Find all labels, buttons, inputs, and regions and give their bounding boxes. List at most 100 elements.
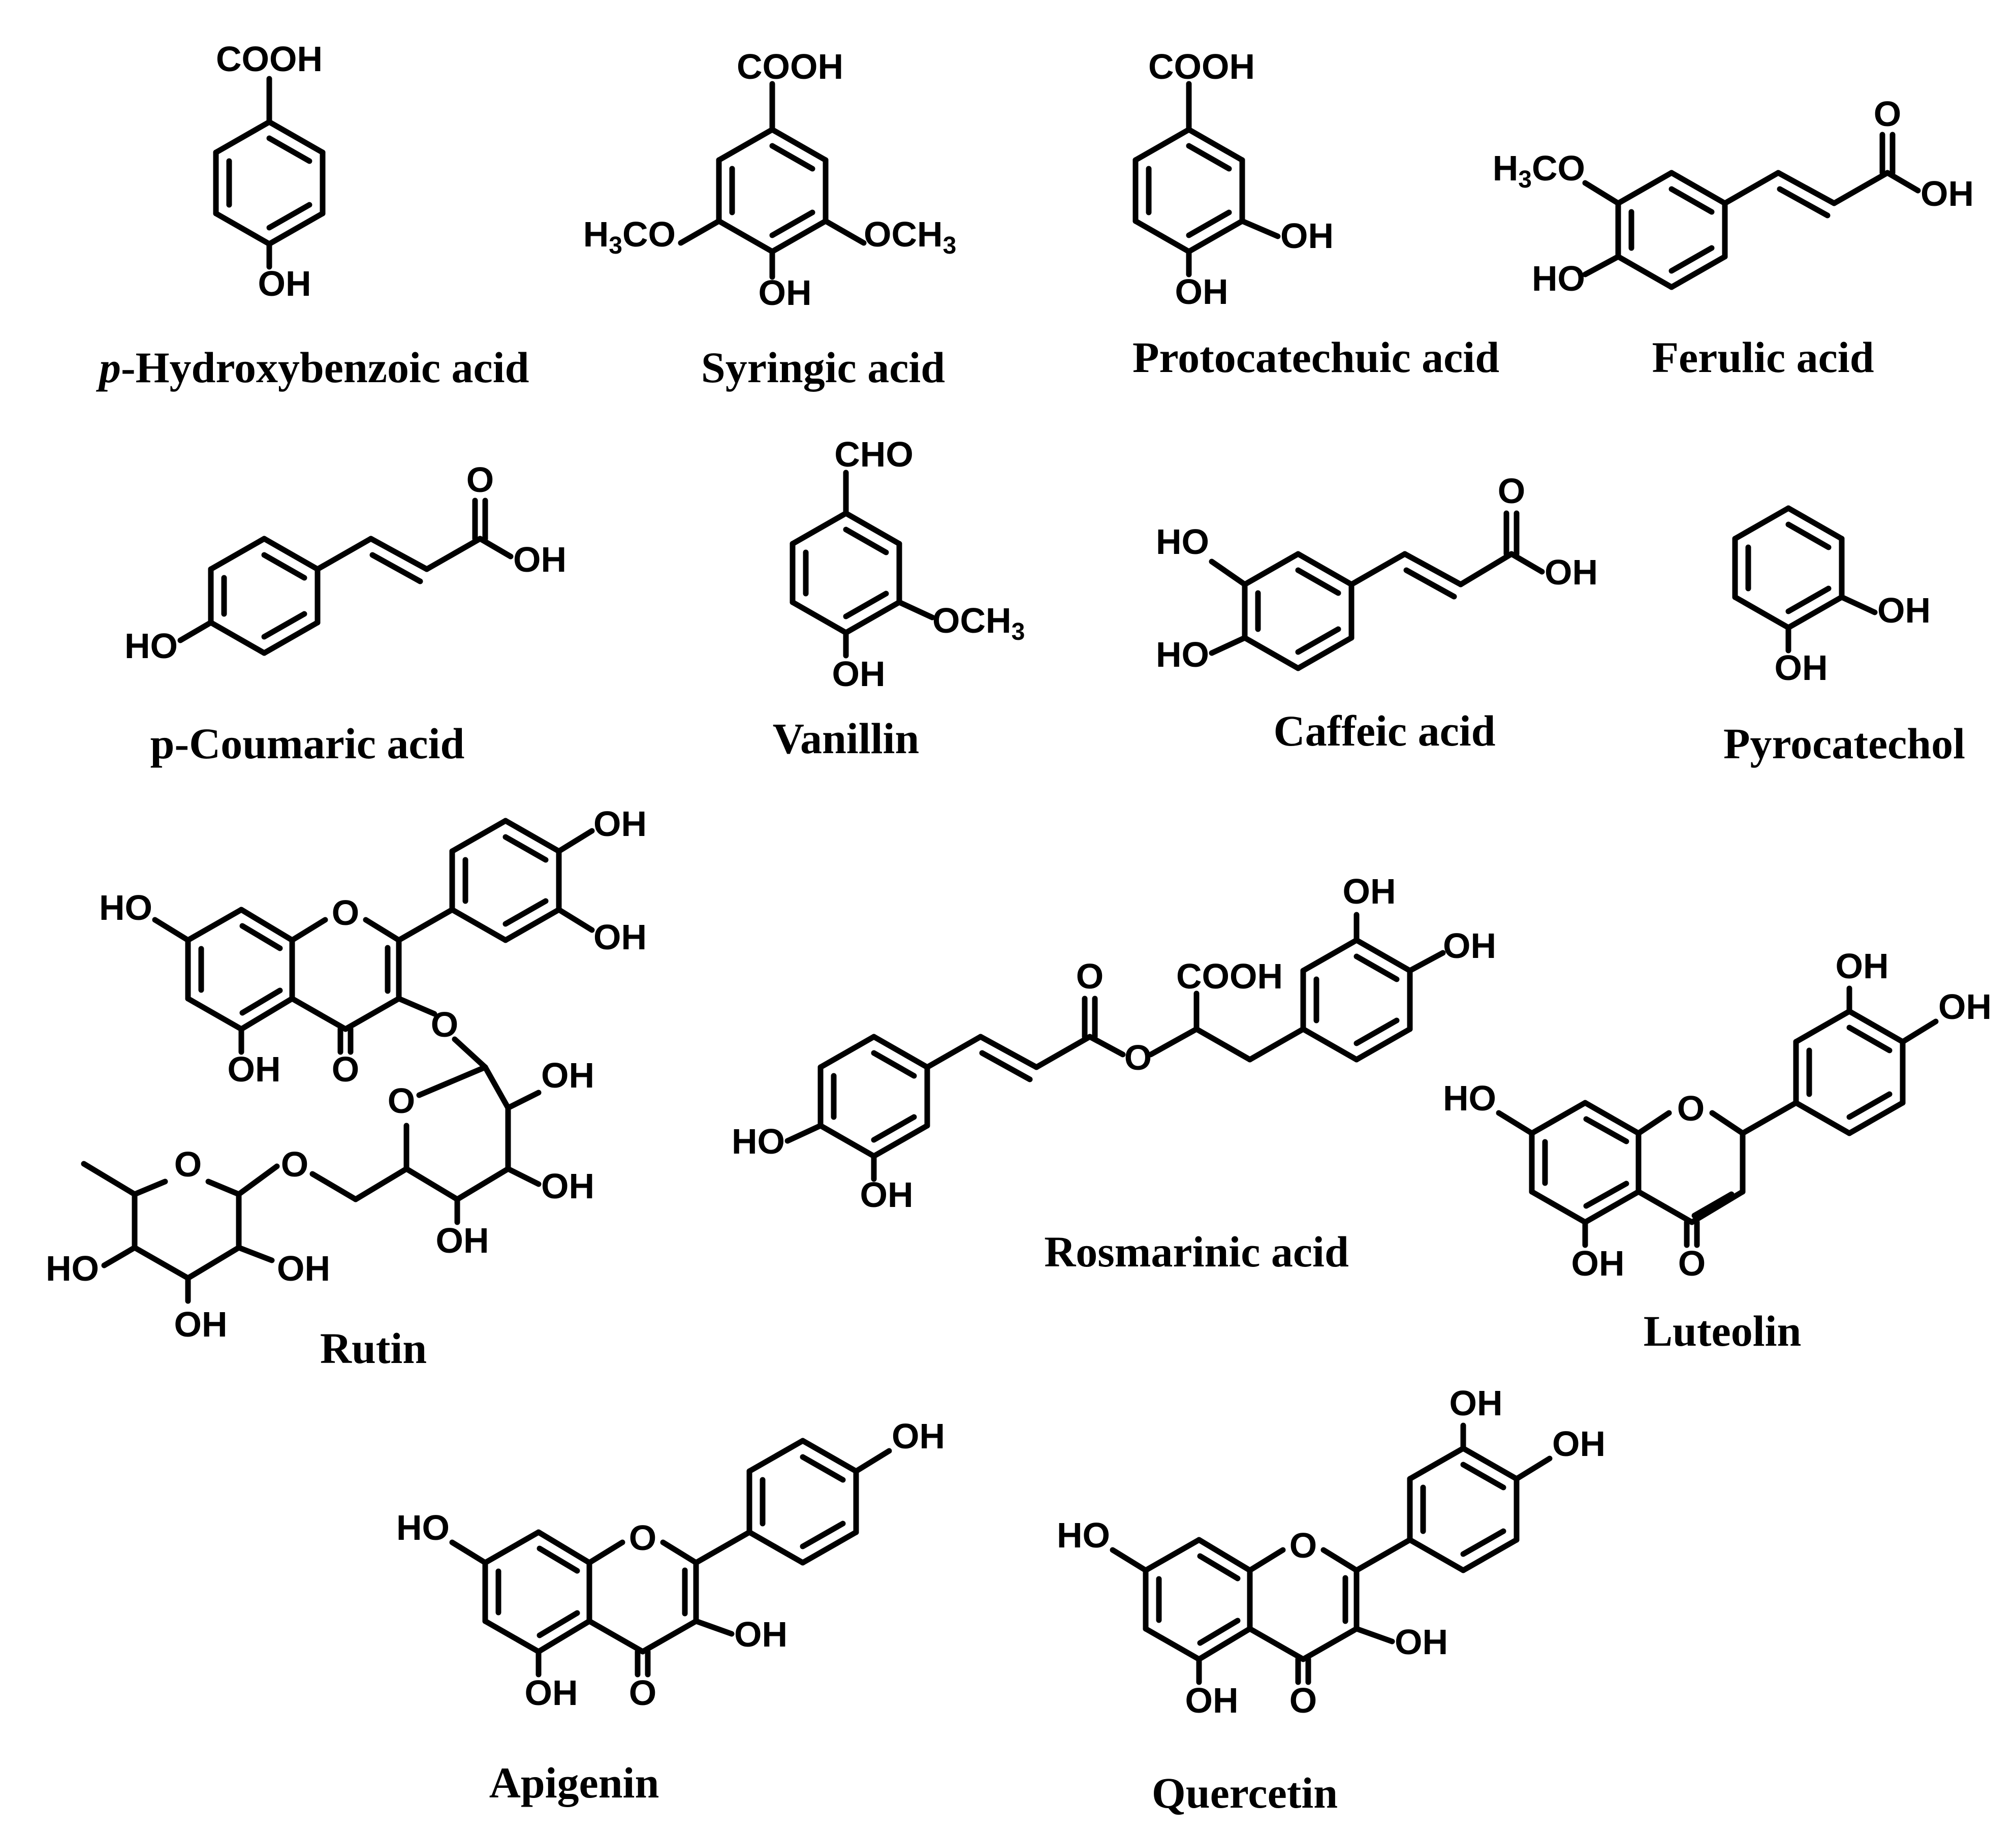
compound-name-coumaric: p-Coumaric acid: [150, 719, 465, 768]
atom-label: COOH: [216, 39, 323, 79]
atom-label: OH: [1545, 552, 1598, 592]
atom-label: HO: [124, 626, 178, 666]
atom-label: OH: [541, 1166, 594, 1206]
structure-caffeic: HO HO O OH: [1156, 471, 1598, 674]
structure-luteolin: OH OH HO O OH O: [1443, 946, 1992, 1283]
atom-label: OH: [525, 1673, 578, 1713]
atom-label: OH: [734, 1615, 788, 1654]
atom-label: OCH3: [932, 601, 1025, 645]
atom-label: O: [1124, 1038, 1152, 1077]
structure-protocatechuic: COOH OH OH: [1132, 47, 1334, 312]
atom-label: O: [1498, 471, 1525, 511]
atom-label: OH: [1552, 1424, 1605, 1464]
structure-syringic: COOH H3CO OCH3 OH: [583, 47, 957, 313]
atom-label: OH: [174, 1305, 228, 1344]
atom-label: O: [431, 1005, 458, 1044]
atom-label: CHO: [834, 435, 914, 474]
atom-label: OH: [1443, 926, 1496, 966]
atom-label: OH: [513, 540, 566, 579]
atom-label: OH: [1395, 1622, 1448, 1662]
compound-hydroxybenzoic: COOH OH p-Hydroxybenzoic acid: [96, 39, 529, 392]
compound-name-pyrocatechol: Pyrocatechol: [1723, 719, 1965, 768]
atom-label: OH: [593, 804, 647, 844]
atom-label: HO: [1057, 1515, 1110, 1555]
compound-name-vanillin: Vanillin: [773, 714, 919, 763]
structure-coumaric: O OH HO: [124, 460, 566, 666]
atom-label: OH: [228, 1049, 281, 1089]
atom-label: O: [1874, 94, 1901, 134]
atom-label: HO: [46, 1249, 99, 1288]
compound-name-rosmarinic: Rosmarinic acid: [1044, 1227, 1349, 1276]
atom-label: HO: [1156, 635, 1209, 674]
atom-label: OH: [1877, 591, 1931, 630]
compound-rutin: OH OH HO O O OH O O OH O O OH OH HO OH O…: [46, 804, 647, 1373]
atom-label: OH: [1571, 1244, 1625, 1283]
atom-label: O: [388, 1081, 415, 1121]
atom-label: COOH: [1148, 47, 1255, 86]
atom-label: HO: [99, 888, 152, 927]
compound-name-rutin: Rutin: [320, 1324, 427, 1373]
atom-label: H3CO: [1493, 148, 1585, 193]
atom-label: OH: [892, 1416, 945, 1456]
structure-ferulic: H3CO HO O OH: [1493, 94, 1974, 298]
compound-name-apigenin: Apigenin: [489, 1758, 659, 1807]
atom-label: OH: [258, 264, 311, 303]
atom-label: O: [332, 1049, 359, 1089]
atom-label: O: [1289, 1681, 1317, 1720]
atom-label: HO: [732, 1122, 785, 1161]
atom-label: OH: [541, 1056, 594, 1095]
atom-label: OH: [1343, 872, 1396, 911]
compound-protocatechuic: COOH OH OH Protocatechuic acid: [1132, 47, 1499, 382]
compound-quercetin: OH OH HO O OH OH O Quercetin: [1057, 1383, 1605, 1817]
structure-rosmarinic: OH OH O COOH O HO OH: [732, 872, 1496, 1215]
compound-luteolin: OH OH HO O OH O Luteolin: [1443, 946, 1992, 1355]
atom-label: OH: [1920, 174, 1974, 213]
compound-name-syringic: Syringic acid: [701, 343, 945, 392]
atom-label: OH: [860, 1175, 914, 1215]
atom-label: HO: [396, 1508, 450, 1547]
atom-label: OH: [1938, 987, 1992, 1027]
atom-label: OH: [1280, 216, 1334, 256]
compound-name-protocatechuic: Protocatechuic acid: [1132, 333, 1499, 382]
compound-name-hydroxybenzoic: p-Hydroxybenzoic acid: [96, 343, 529, 392]
atom-label: O: [629, 1518, 656, 1558]
name-main: -Hydroxybenzoic acid: [121, 343, 529, 392]
atom-label: O: [332, 893, 359, 933]
compound-caffeic: HO HO O OH Caffeic acid: [1156, 471, 1598, 755]
atom-label: HO: [1532, 259, 1585, 298]
atom-label: OH: [436, 1221, 489, 1260]
compound-coumaric: O OH HO p-Coumaric acid: [124, 460, 566, 768]
atom-label: O: [1677, 1089, 1705, 1128]
atom-label: OH: [1175, 272, 1228, 312]
compound-apigenin: OH HO O OH OH O Apigenin: [396, 1416, 945, 1807]
atom-label: O: [1076, 956, 1104, 996]
atom-label: H3CO: [583, 214, 676, 259]
atom-label: OH: [1450, 1383, 1503, 1423]
atom-label: O: [1678, 1244, 1706, 1283]
atom-label: OH: [1775, 648, 1828, 688]
atom-label: OH: [1185, 1681, 1239, 1720]
structure-quercetin: OH OH HO O OH OH O: [1057, 1383, 1605, 1720]
atom-label: O: [281, 1144, 308, 1184]
atom-label: OH: [277, 1249, 330, 1288]
atom-label: HO: [1443, 1078, 1496, 1118]
atom-label: O: [174, 1144, 202, 1184]
structure-hydroxybenzoic: COOH OH: [213, 39, 326, 303]
atom-label: OH: [593, 917, 647, 957]
name-prefix: p: [96, 343, 121, 392]
atom-label: COOH: [737, 47, 843, 86]
atom-label: OH: [832, 654, 886, 694]
atom-label: OH: [759, 273, 812, 313]
atom-label: O: [466, 460, 494, 500]
compound-syringic: COOH H3CO OCH3 OH Syringic acid: [583, 47, 957, 392]
structure-rutin: OH OH HO O O OH O O OH O O OH OH HO OH O…: [46, 804, 647, 1344]
atom-label: OH: [1836, 946, 1889, 986]
compound-name-ferulic: Ferulic acid: [1652, 333, 1874, 382]
compound-name-luteolin: Luteolin: [1644, 1307, 1802, 1355]
structure-pyrocatechol: OH OH: [1732, 505, 1931, 688]
atom-label: O: [1289, 1526, 1317, 1565]
compound-rosmarinic: OH OH O COOH O HO OH Rosmarinic acid: [732, 872, 1496, 1276]
structure-vanillin: CHO OCH3 OH: [790, 435, 1025, 694]
atom-label: OCH3: [864, 214, 956, 259]
